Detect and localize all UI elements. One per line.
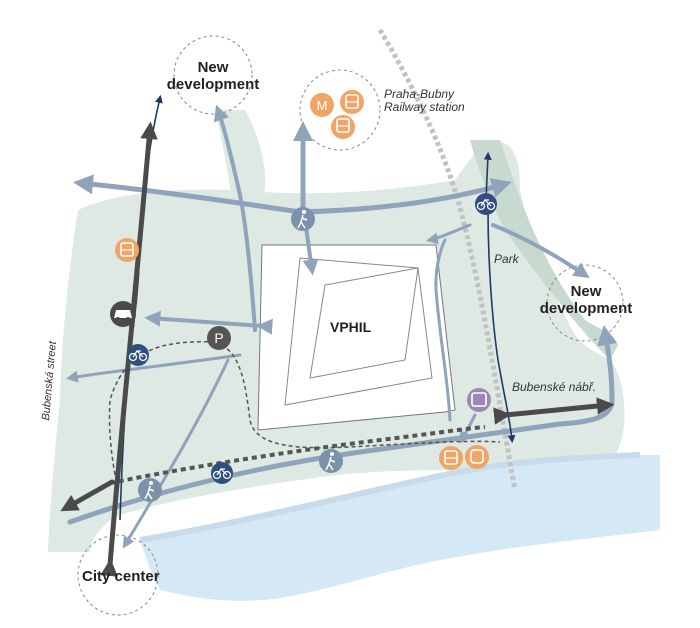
tram-icon [340, 90, 364, 114]
bubenske-nabr-road [493, 397, 615, 425]
pedestrian-icon-north [291, 207, 315, 231]
svg-text:M: M [317, 98, 328, 113]
flow-west-street [144, 310, 273, 335]
railway-station-label: Praha-Bubny Railway station [384, 87, 465, 115]
bubenske-nabr-label: Bubenské nábř. [512, 380, 597, 394]
railway-station-circle [299, 69, 381, 151]
city-center-label: City center [82, 568, 160, 585]
vphil-label: VPHIL [330, 319, 372, 335]
dashed-road-riverside [109, 425, 486, 485]
new-development-east-label: New development [539, 283, 633, 317]
flow-north-development [213, 104, 257, 332]
flow-railway-building [425, 223, 472, 245]
river-bank [139, 452, 641, 543]
river-area [140, 455, 660, 601]
cycle-route-east-north [483, 151, 492, 201]
parking-icon: P [207, 326, 231, 350]
flow-east-park [491, 223, 590, 279]
train-icon [331, 115, 355, 139]
east-development-circle [546, 264, 624, 342]
flow-pedestrian-building [434, 238, 452, 422]
bus-icon-river [467, 388, 491, 412]
park-label: Park [494, 252, 519, 266]
pedestrian-icon-southwest [138, 478, 162, 502]
metro-icon: M [310, 93, 334, 117]
bubenska-street-road [100, 121, 158, 577]
flow-east [297, 178, 512, 215]
tram-stop-icon [115, 238, 139, 262]
road-southwest [60, 479, 115, 512]
car-icon [110, 301, 136, 327]
svg-text:P: P [214, 330, 223, 346]
bus-stop-icon-river [465, 445, 489, 469]
park-area-north [215, 110, 266, 200]
pedestrian-icon-river [319, 449, 343, 473]
vphil-building [257, 244, 456, 431]
dashed-path-parking-east [214, 341, 501, 449]
tram-icon-river [439, 446, 463, 470]
new-development-north-label: New development [166, 59, 260, 93]
north-development-circle [173, 35, 253, 115]
bicycle-icon-east [475, 193, 497, 215]
bicycle-icon-river [211, 462, 233, 484]
bicycle-icon-west [127, 344, 149, 366]
